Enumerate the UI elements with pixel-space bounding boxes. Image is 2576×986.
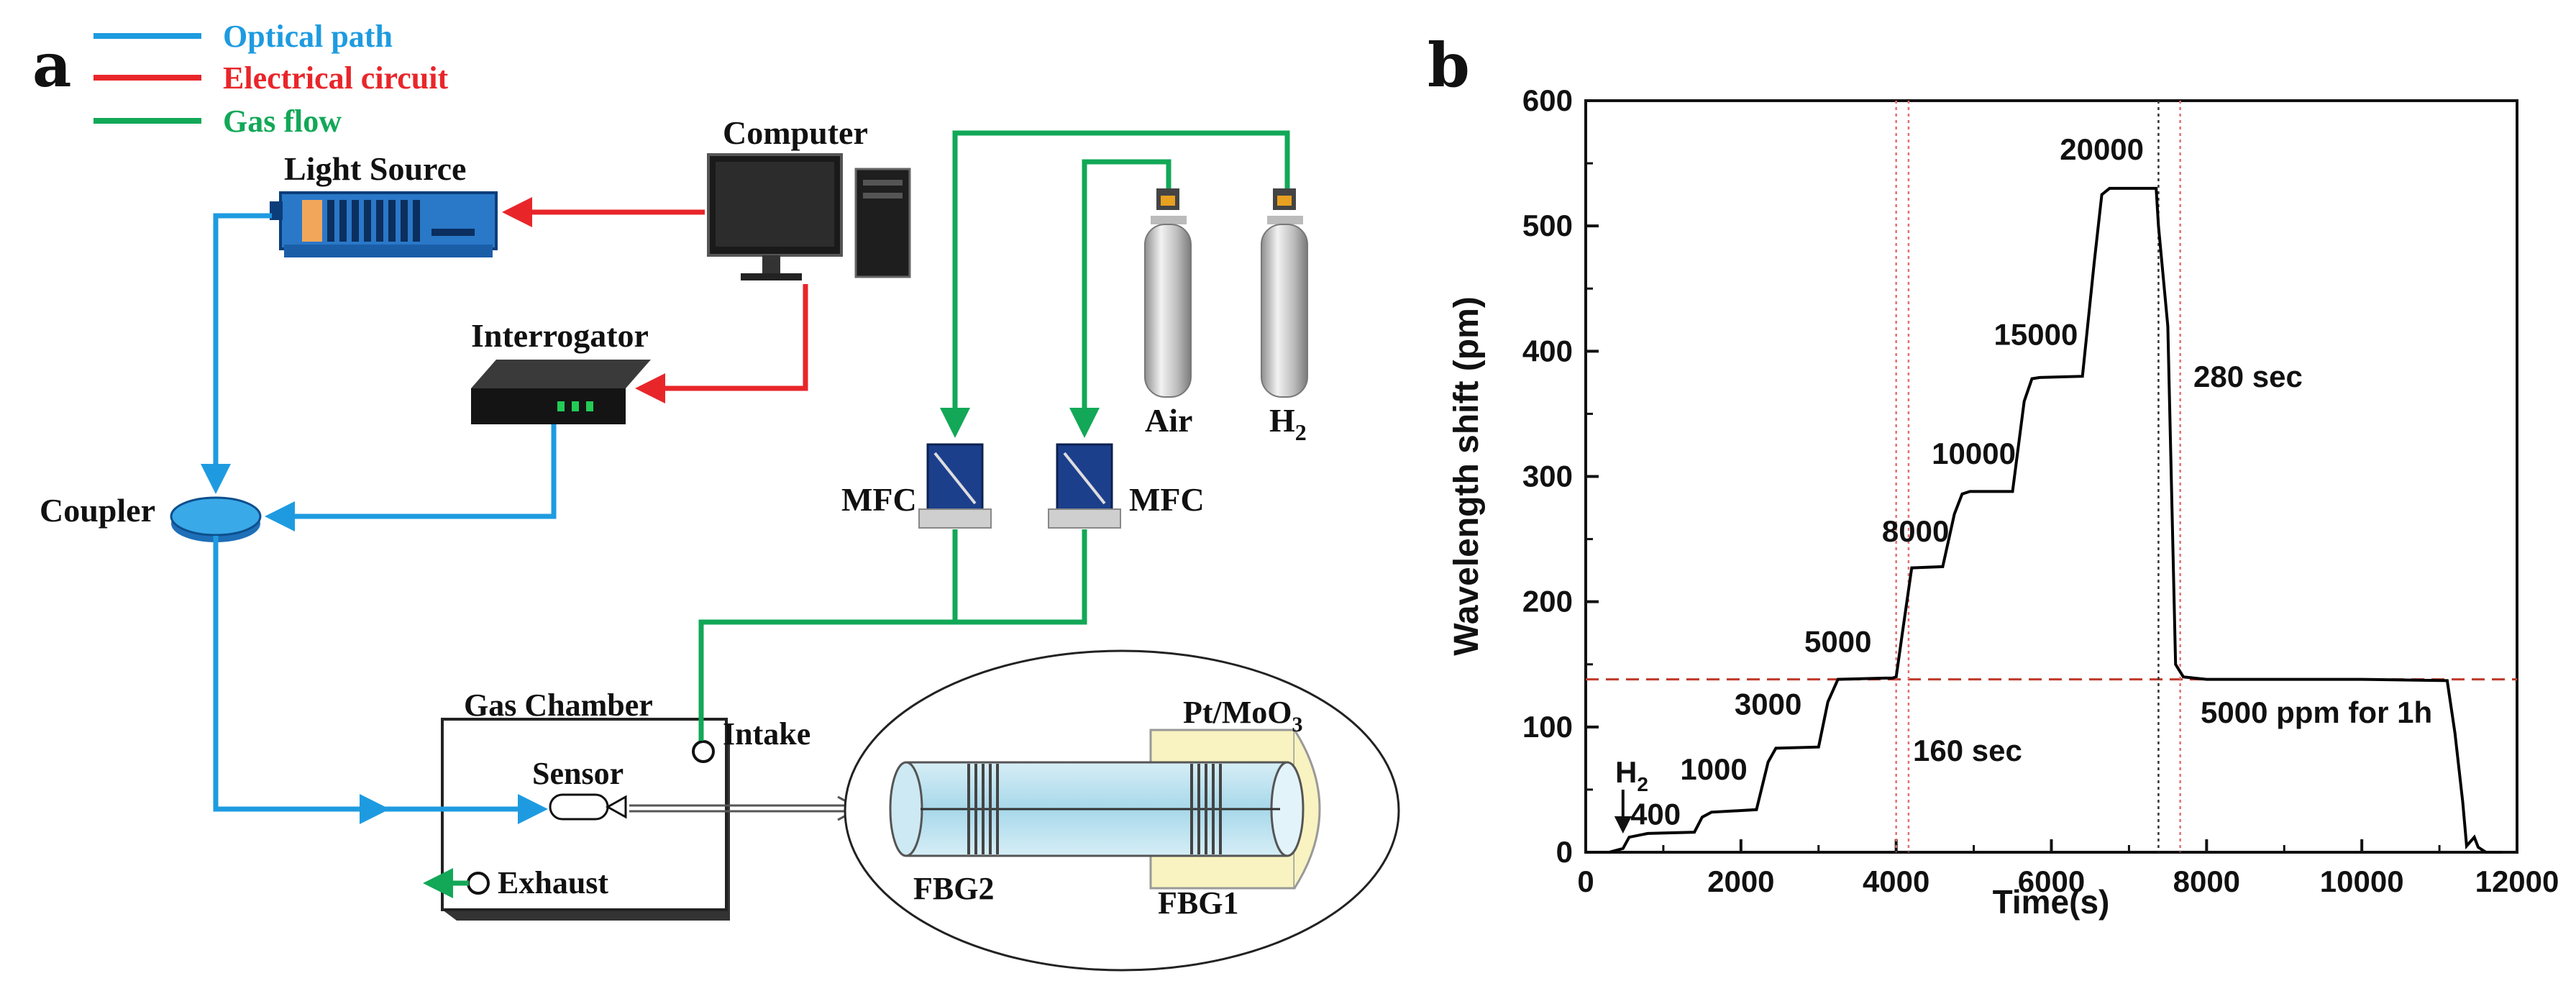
computer: Computer: [707, 114, 911, 280]
plot-frame: [1584, 99, 2518, 854]
data-label: 400: [1630, 798, 1681, 831]
y-tick-label: 600: [1522, 83, 1573, 117]
electrical-paths: [502, 197, 808, 403]
x-tick-label: 6000: [2018, 864, 2085, 898]
coupler: Coupler: [40, 492, 262, 542]
panel-b-chart: b 0 2000 4000 6000 8000 10000 12000 0 100 200 300…: [1428, 29, 2559, 921]
fbg2-grating: [967, 764, 999, 854]
label-hold: 5000 ppm for 1h: [2201, 695, 2432, 729]
x-ticks: 0 2000 4000 6000 8000 10000 12000: [1577, 839, 2559, 898]
label-160-sec: 160 sec: [1913, 734, 2022, 767]
computer-label: Computer: [723, 114, 868, 151]
fbg2-label: FBG2: [913, 871, 994, 906]
mfc-left-label: MFC: [841, 481, 917, 518]
coupler-label: Coupler: [40, 492, 155, 529]
mfc-right: MFC: [1048, 443, 1205, 529]
h2-injection-label: H2: [1615, 755, 1648, 795]
reference-lines: [1586, 101, 2517, 852]
mfc-right-label: MFC: [1129, 481, 1205, 518]
air-label: Air: [1145, 402, 1192, 439]
x-tick-label: 10000: [2320, 864, 2404, 898]
h2-injection-annotation: H2: [1614, 755, 1648, 834]
h2-cylinder: H2: [1261, 188, 1308, 445]
data-label: 20000: [2060, 132, 2144, 166]
fbg1-label: FBG1: [1158, 885, 1238, 921]
sensor-label: Sensor: [532, 756, 624, 791]
sensor-body: [549, 793, 609, 821]
legend-optical-label: Optical path: [223, 19, 393, 54]
x-tick-label: 8000: [2173, 864, 2240, 898]
exhaust-label: Exhaust: [498, 865, 608, 900]
gas-chamber: Gas Chamber Intake Exhaust Sensor: [441, 688, 862, 921]
y-tick-label: 100: [1522, 710, 1573, 744]
x-tick-label: 0: [1577, 864, 1594, 898]
data-label: 1000: [1680, 752, 1747, 786]
mfc-left: MFC: [841, 443, 992, 529]
exhaust-port: [467, 872, 490, 895]
legend-electrical-label: Electrical circuit: [223, 60, 449, 96]
intake-port: [692, 740, 715, 763]
h2-label: H2: [1269, 402, 1307, 445]
data-label: 5000: [1804, 624, 1871, 658]
optical-paths: [201, 213, 557, 824]
label-280-sec: 280 sec: [2193, 360, 2303, 393]
panel-a-diagram: a Optical path Electrical circuit Gas fl…: [32, 19, 1400, 972]
data-label: 15000: [1994, 318, 2078, 352]
x-tick-label: 4000: [1863, 864, 1929, 898]
legend: Optical path Electrical circuit Gas flow: [93, 19, 449, 139]
data-label: 8000: [1882, 514, 1949, 548]
data-label: 3000: [1735, 687, 1801, 721]
y-tick-label: 500: [1522, 209, 1573, 242]
y-tick-label: 200: [1522, 585, 1573, 618]
y-tick-label: 0: [1556, 835, 1573, 869]
series-line: [1586, 186, 2502, 854]
intake-label: Intake: [723, 716, 810, 752]
panel-a-label: a: [32, 29, 71, 101]
light-source: Light Source: [270, 150, 498, 257]
sensor-inset: Pt/MoO3 FBG2 FBG1: [844, 649, 1400, 972]
gas-chamber-label: Gas Chamber: [464, 688, 653, 723]
data-label: 10000: [1932, 437, 2016, 470]
y-tick-label: 400: [1522, 334, 1573, 368]
y-ticks: 0 100 200 300 400 500 600: [1522, 83, 1599, 869]
y-tick-label: 300: [1522, 460, 1573, 493]
x-tick-label: 2000: [1707, 864, 1774, 898]
air-cylinder: Air: [1144, 188, 1192, 439]
light-source-label: Light Source: [284, 150, 466, 187]
x-axis-label: Time(s): [1993, 883, 2110, 921]
interrogator-label: Interrogator: [471, 317, 649, 354]
panel-b-label: b: [1428, 29, 1470, 101]
legend-gasflow-label: Gas flow: [223, 104, 342, 139]
fbg1-grating: [1190, 764, 1222, 854]
y-axis-label: Wavelength shift (pm): [1448, 296, 1486, 656]
x-tick-label: 12000: [2475, 864, 2559, 898]
gas-paths: [423, 130, 1290, 898]
interrogator: Interrogator: [471, 317, 651, 424]
pt-moo3-label: Pt/MoO3: [1183, 695, 1303, 736]
